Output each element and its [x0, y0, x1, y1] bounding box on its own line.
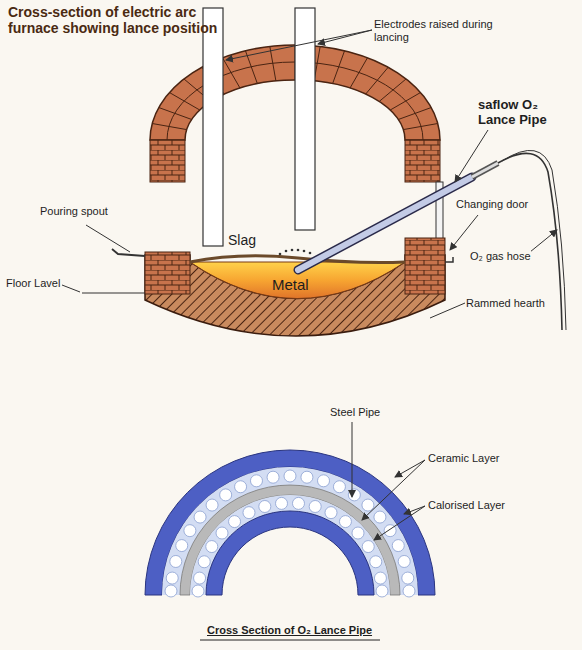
- diagram-title: Cross-section of electric arc furnace sh…: [8, 4, 248, 36]
- part-label: Floor Lavel: [6, 277, 60, 290]
- part-label: Steel Pipe: [330, 406, 380, 419]
- part-label: Rammed hearth: [466, 297, 545, 310]
- part-label: Pouring spout: [40, 205, 108, 218]
- part-label: Calorised Layer: [428, 499, 505, 512]
- part-label: Ceramic Layer: [428, 452, 500, 465]
- region-label: Slag: [228, 232, 256, 248]
- region-label: Metal: [272, 276, 309, 293]
- part-label: Electrodes raised during lancing: [374, 18, 494, 43]
- part-label: saflow O₂ Lance Pipe: [478, 98, 570, 128]
- part-label: Changing door: [456, 198, 528, 211]
- part-label: O₂ gas hose: [470, 250, 531, 263]
- diagram-caption: Cross Section of O₂ Lance Pipe: [207, 624, 372, 637]
